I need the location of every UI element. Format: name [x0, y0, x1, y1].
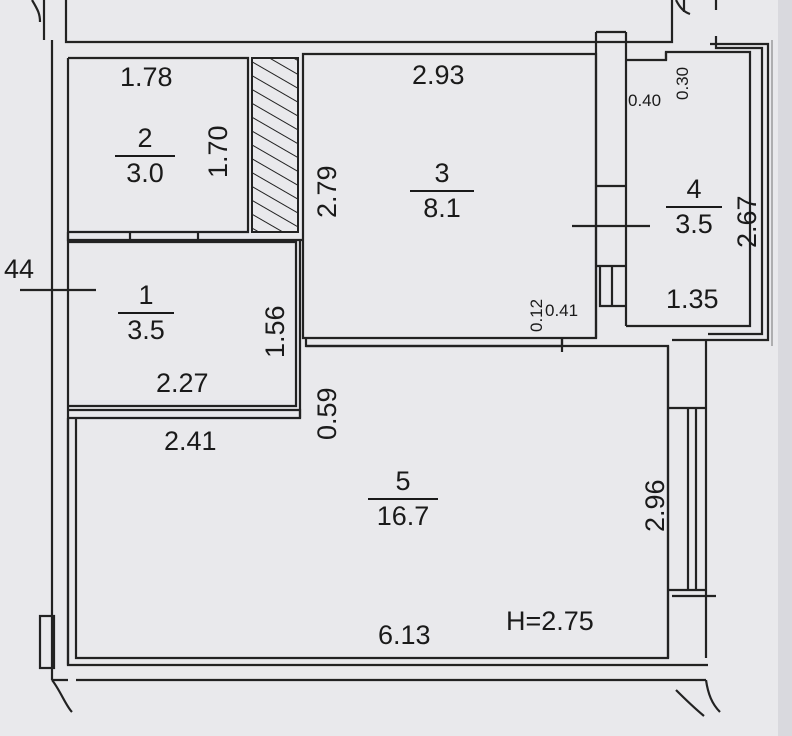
room-1-label: 1 3.5 [118, 282, 174, 344]
room-2-number: 2 [115, 125, 175, 157]
room-4-area: 3.5 [675, 209, 713, 239]
dim-wall-thickness: 0.12 [527, 298, 546, 332]
dim-room4-width: 1.35 [666, 284, 719, 314]
ventilation-shaft [251, 57, 299, 233]
dim-room5-partial-width: 2.41 [164, 426, 217, 456]
room-1-number: 1 [118, 282, 174, 314]
room-1-walls [68, 240, 298, 408]
window-right [686, 408, 698, 590]
room-3-area: 8.1 [423, 193, 461, 223]
dim-room2-width: 1.78 [120, 62, 173, 92]
dim-wall-offset: 0.41 [545, 301, 579, 320]
room-4-walls [626, 50, 752, 328]
dim-room1-width: 2.27 [156, 368, 209, 398]
ceiling-height-note: H=2.75 [506, 606, 594, 636]
dim-balcony-step: 0.40 [628, 91, 662, 110]
dim-room1-height: 1.56 [260, 305, 290, 358]
room-5-area: 16.7 [376, 501, 430, 531]
dim-room3-width: 2.93 [412, 60, 465, 90]
dim-corridor-gap: 0.59 [312, 387, 342, 440]
room-3-number: 3 [410, 160, 474, 192]
dim-room5-window-wall: 2.96 [640, 479, 670, 532]
page-edge [778, 0, 792, 736]
room-2-area: 3.0 [126, 158, 164, 188]
room-3-label: 3 8.1 [410, 160, 474, 222]
room-1-area: 3.5 [127, 315, 165, 345]
room-4-label: 4 3.5 [666, 176, 722, 238]
room-2-walls [68, 56, 250, 234]
dim-room5-width: 6.13 [378, 620, 431, 650]
top-wall [64, 0, 674, 44]
dim-left-cut: 44 [4, 254, 35, 284]
dim-room3-height: 2.79 [312, 165, 342, 218]
door-left [38, 614, 56, 670]
room-5-number: 5 [368, 468, 438, 500]
dim-room4-height: 2.67 [732, 195, 762, 248]
room-2-label: 2 3.0 [115, 125, 175, 187]
room-4-number: 4 [666, 176, 722, 208]
walls [20, 0, 770, 717]
room-5-label: 5 16.7 [368, 468, 438, 530]
dim-balcony-depth: 0.30 [673, 66, 692, 100]
dim-room2-height: 1.70 [203, 125, 233, 178]
